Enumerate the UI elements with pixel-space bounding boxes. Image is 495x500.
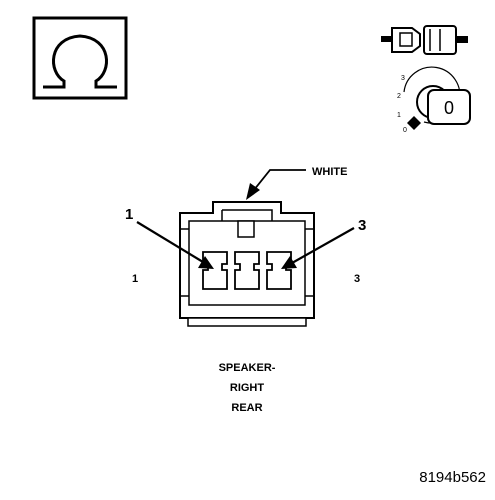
pin-1-arrow xyxy=(136,221,214,269)
key-position-3: 3 xyxy=(401,75,405,82)
pin-callout-1: 1 xyxy=(125,206,133,223)
terminal-cavity-1 xyxy=(202,251,228,290)
connector-name-line-3: REAR xyxy=(231,402,262,414)
connector-name-line-1: SPEAKER- xyxy=(219,362,276,374)
ignition-key-icon: 0 3 2 1 0 xyxy=(397,66,471,134)
terminal-cavity-2 xyxy=(234,251,260,290)
key-position-1: 1 xyxy=(397,112,401,119)
pin-3-arrow xyxy=(281,227,355,269)
figure-id: 8194b562 xyxy=(419,469,486,486)
pin-side-label-1: 1 xyxy=(132,273,138,285)
key-position-2: 2 xyxy=(397,93,401,100)
key-position-symbol: 0 xyxy=(444,98,454,118)
connector-plug-icon xyxy=(381,25,468,55)
key-position-0: 0 xyxy=(403,127,407,134)
terminal-cavity-3 xyxy=(266,251,292,290)
wire-color-leader-arrow xyxy=(246,169,306,200)
wire-color-label: WHITE xyxy=(312,166,347,178)
ohmmeter-symbol-icon xyxy=(32,16,128,100)
connector-name-line-2: RIGHT xyxy=(230,382,265,394)
pin-callout-3: 3 xyxy=(358,217,366,234)
pin-side-label-3: 3 xyxy=(354,273,360,285)
